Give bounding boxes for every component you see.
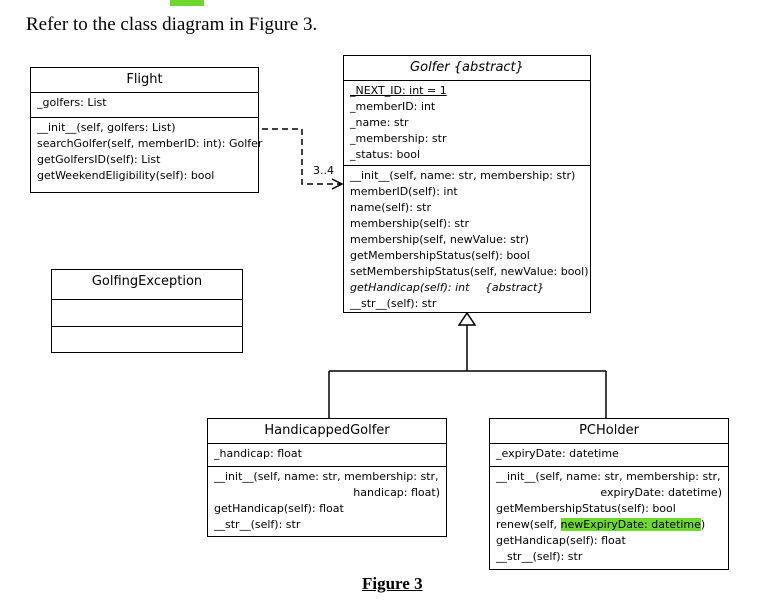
class-name: GolfingException: [52, 270, 242, 300]
methods-section: __init__(self, name: str, membership: st…: [208, 467, 446, 535]
method: getHandicap(self): float: [496, 534, 626, 547]
constructor-line-2: expiryDate: datetime): [600, 486, 722, 499]
method: getGolfersID(self): List: [37, 153, 161, 166]
renew-suffix: ): [700, 518, 706, 531]
multiplicity-label: 3..4: [313, 164, 334, 177]
pcholder-class: PCHolder _expiryDate: datetime __init__(…: [489, 418, 729, 570]
abstract-method-signature: getHandicap(self): int: [350, 281, 470, 294]
constructor-line-1: __init__(self, name: str, membership: st…: [214, 470, 439, 483]
class-name: HandicappedGolfer: [208, 419, 446, 444]
attributes-section: [52, 300, 242, 327]
method: getHandicap(self): float: [214, 502, 344, 515]
methods-section: __init__(self, name: str, membership: st…: [490, 467, 728, 567]
flight-class: Flight _golfers: List __init__(self, gol…: [30, 67, 263, 193]
constructor-line-2: handicap: float): [353, 486, 440, 499]
method: __init__(self, golfers: List): [37, 121, 176, 134]
method: __init__(self, name: str, membership: st…: [350, 169, 576, 182]
attribute: _status: bool: [350, 148, 421, 161]
method: setMembershipStatus(self, newValue: bool…: [350, 265, 589, 278]
dependency-arrowhead: [331, 178, 344, 190]
method: __str__(self): str: [214, 518, 301, 531]
methods-section: [52, 327, 242, 352]
method: getMembershipStatus(self): bool: [496, 502, 676, 515]
method: membership(self, newValue: str): [350, 233, 529, 246]
method: name(self): str: [350, 201, 431, 214]
attributes-section: _NEXT_ID: int = 1 _memberID: int _name: …: [344, 81, 590, 166]
method: __str__(self): str: [350, 297, 437, 310]
attribute: _expiryDate: datetime: [496, 447, 619, 460]
attributes-section: _handicap: float: [208, 444, 446, 467]
class-name: PCHolder: [490, 419, 728, 444]
renew-highlighted-param: newExpiryDate: datetime: [560, 518, 701, 531]
attribute: _memberID: int: [350, 100, 436, 113]
method: getMembershipStatus(self): bool: [350, 249, 530, 262]
attributes-section: _expiryDate: datetime: [490, 444, 728, 467]
abstract-method: getHandicap(self): int {abstract}: [350, 280, 584, 296]
intro-text: Refer to the class diagram in Figure 3.: [26, 14, 318, 35]
figure-caption: Figure 3: [362, 574, 423, 593]
method: __str__(self): str: [496, 550, 583, 563]
attribute: _golfers: List: [37, 96, 107, 109]
attribute: _membership: str: [350, 132, 447, 145]
attributes-section: _golfers: List: [31, 93, 258, 118]
golfing-exception-class: GolfingException: [51, 269, 243, 353]
methods-section: __init__(self, golfers: List) searchGolf…: [31, 118, 263, 186]
static-attribute: _NEXT_ID: int = 1: [350, 84, 447, 97]
highlight-mark: [170, 0, 204, 6]
attribute: _name: str: [350, 116, 409, 129]
method: getWeekendEligibility(self): bool: [37, 169, 215, 182]
renew-method: renew(self, newExpiryDate: datetime): [496, 517, 722, 533]
method: searchGolfer(self, memberID: int): Golfe…: [37, 137, 263, 150]
method: membership(self): str: [350, 217, 469, 230]
method: memberID(self): int: [350, 185, 458, 198]
golfer-class: Golfer {abstract} _NEXT_ID: int = 1 _mem…: [343, 55, 591, 313]
handicapped-golfer-class: HandicappedGolfer _handicap: float __ini…: [207, 418, 447, 537]
class-name: Golfer {abstract}: [344, 56, 590, 81]
renew-prefix: renew(self,: [496, 518, 561, 531]
methods-section: __init__(self, name: str, membership: st…: [344, 166, 590, 314]
constructor-line-1: __init__(self, name: str, membership: st…: [496, 470, 721, 483]
inheritance-triangle: [457, 311, 477, 326]
attribute: _handicap: float: [214, 447, 302, 460]
abstract-tag: {abstract}: [484, 281, 545, 294]
class-name: Flight: [31, 68, 258, 93]
dependency-line: [262, 128, 340, 185]
